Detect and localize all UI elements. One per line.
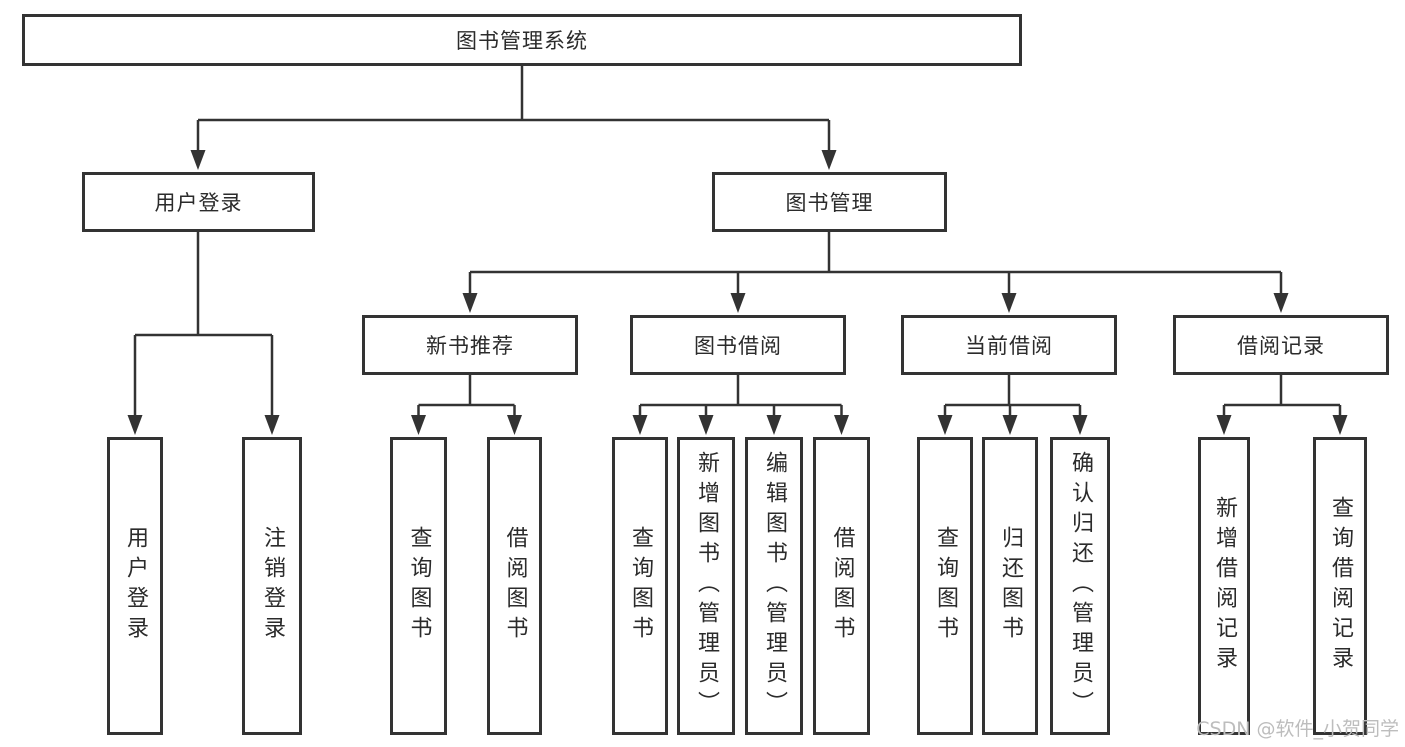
leaf-query-books-borrowing: 查询图书	[612, 437, 668, 735]
node-label: 图书管理	[785, 191, 874, 215]
node-book-management: 图书管理	[712, 172, 947, 232]
arrowhead	[632, 415, 648, 435]
node-library-management-system: 图书管理系统	[22, 14, 1022, 66]
leaf-label: 新增图书（管理员）	[694, 451, 719, 721]
leaf-label: 用户登录	[123, 526, 148, 646]
arrowhead	[1001, 293, 1017, 313]
node-label: 用户登录	[154, 191, 243, 215]
arrowhead	[821, 150, 837, 170]
arrowhead	[462, 293, 478, 313]
leaf-borrow-books-borrowing: 借阅图书	[813, 437, 870, 735]
leaf-user-login: 用户登录	[107, 437, 163, 735]
arrowhead	[1332, 415, 1348, 435]
node-label: 图书借阅	[694, 334, 782, 358]
arrowhead	[507, 415, 522, 435]
leaf-label: 新增借阅记录	[1212, 496, 1237, 676]
arrowhead	[1216, 415, 1232, 435]
arrowhead	[1002, 415, 1018, 435]
node-book-borrowing: 图书借阅	[630, 315, 846, 375]
leaf-label: 借阅图书	[502, 526, 528, 646]
arrowhead	[264, 415, 280, 435]
leaf-label: 查询图书	[628, 526, 653, 646]
leaf-edit-book-admin: 编辑图书（管理员）	[745, 437, 803, 735]
leaf-query-books-recommend: 查询图书	[390, 437, 447, 735]
leaf-confirm-return-admin: 确认归还（管理员）	[1050, 437, 1110, 735]
leaf-add-book-admin: 新增图书（管理员）	[677, 437, 735, 735]
node-label: 新书推荐	[426, 334, 514, 358]
node-label: 借阅记录	[1237, 334, 1325, 358]
leaf-return-books: 归还图书	[982, 437, 1038, 735]
leaf-label: 注销登录	[260, 526, 285, 646]
leaf-label: 确认归还（管理员）	[1068, 451, 1093, 721]
arrowhead	[190, 150, 206, 170]
arrowhead	[834, 415, 849, 435]
leaf-query-borrow-record: 查询借阅记录	[1313, 437, 1367, 735]
node-label: 当前借阅	[965, 334, 1053, 358]
arrowhead	[127, 415, 143, 435]
leaf-add-borrow-record: 新增借阅记录	[1198, 437, 1250, 735]
leaf-label: 编辑图书（管理员）	[762, 451, 787, 721]
leaf-borrow-books-recommend: 借阅图书	[487, 437, 542, 735]
leaf-logout-login: 注销登录	[242, 437, 302, 735]
leaf-label: 归还图书	[998, 526, 1023, 646]
leaf-label: 查询图书	[406, 526, 432, 646]
arrowhead	[937, 415, 953, 435]
node-user-login-branch: 用户登录	[82, 172, 315, 232]
arrowhead	[411, 415, 426, 435]
node-new-book-recommendation: 新书推荐	[362, 315, 578, 375]
leaf-label: 借阅图书	[829, 526, 855, 646]
node-label: 图书管理系统	[456, 29, 588, 53]
arrowhead	[1273, 293, 1289, 313]
leaf-label: 查询图书	[933, 526, 958, 646]
arrowhead	[1072, 415, 1088, 435]
watermark: CSDN @软件_小贺同学	[1196, 718, 1399, 740]
node-borrowing-records: 借阅记录	[1173, 315, 1389, 375]
node-current-borrowing: 当前借阅	[901, 315, 1117, 375]
arrowhead	[766, 415, 782, 435]
leaf-label: 查询借阅记录	[1328, 496, 1353, 676]
arrowhead	[730, 293, 746, 313]
leaf-query-books-current: 查询图书	[917, 437, 973, 735]
arrowhead	[698, 415, 714, 435]
